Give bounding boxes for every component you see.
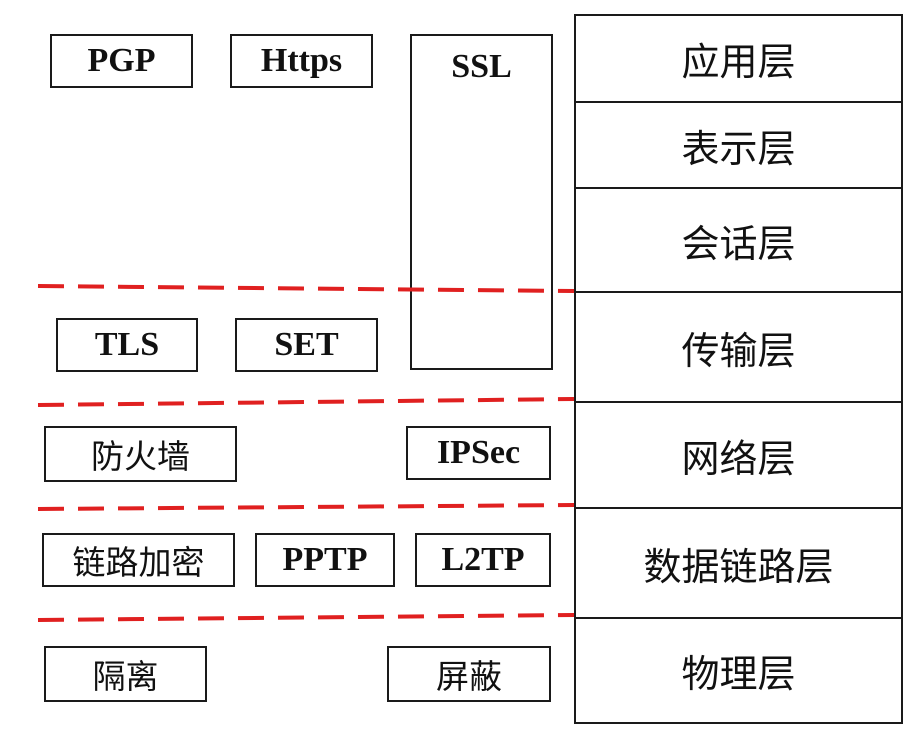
- layer-session: 会话层: [576, 187, 901, 291]
- layer-label: 传输层: [681, 328, 796, 373]
- layer-application: 应用层: [576, 16, 901, 101]
- tls-box: TLS: [56, 318, 198, 372]
- layer-label: 数据链路层: [643, 544, 834, 589]
- tls-label: TLS: [94, 326, 160, 363]
- layer-presentation: 表示层: [576, 101, 901, 187]
- https-box: Https: [230, 34, 373, 88]
- l2tp-label: L2TP: [441, 541, 525, 578]
- pptp-label: PPTP: [282, 541, 368, 578]
- pgp-label: PGP: [87, 42, 156, 79]
- isolation-box: 隔离: [44, 646, 207, 702]
- divider-network-datalink: [37, 503, 575, 511]
- firewall-box: 防火墙: [44, 426, 237, 482]
- link-encryption-label: 链路加密: [72, 543, 205, 582]
- pptp-box: PPTP: [255, 533, 395, 587]
- divider-transport-network: [37, 397, 575, 407]
- layer-label: 会话层: [681, 221, 796, 266]
- divider-datalink-physical: [37, 613, 575, 622]
- ipsec-label: IPSec: [436, 434, 521, 471]
- layer-physical: 物理层: [576, 617, 901, 722]
- https-label: Https: [260, 42, 343, 79]
- shielding-box: 屏蔽: [387, 646, 551, 702]
- set-label: SET: [274, 326, 339, 363]
- layer-network: 网络层: [576, 401, 901, 507]
- layer-data-link: 数据链路层: [576, 507, 901, 617]
- set-box: SET: [235, 318, 378, 372]
- shielding-label: 屏蔽: [436, 657, 502, 696]
- ssl-box: SSL: [410, 34, 553, 370]
- ssl-label: SSL: [451, 48, 512, 85]
- firewall-label: 防火墙: [91, 437, 190, 476]
- osi-layer-stack: 应用层 表示层 会话层 传输层 网络层 数据链路层 物理层: [574, 14, 903, 724]
- layer-transport: 传输层: [576, 291, 901, 401]
- link-encryption-box: 链路加密: [42, 533, 235, 587]
- layer-label: 物理层: [681, 652, 796, 696]
- ipsec-box: IPSec: [406, 426, 551, 480]
- layer-label: 应用层: [681, 40, 796, 84]
- layer-label: 网络层: [681, 436, 796, 481]
- isolation-label: 隔离: [92, 657, 159, 696]
- l2tp-box: L2TP: [415, 533, 551, 587]
- pgp-box: PGP: [50, 34, 193, 88]
- layer-label: 表示层: [681, 126, 796, 171]
